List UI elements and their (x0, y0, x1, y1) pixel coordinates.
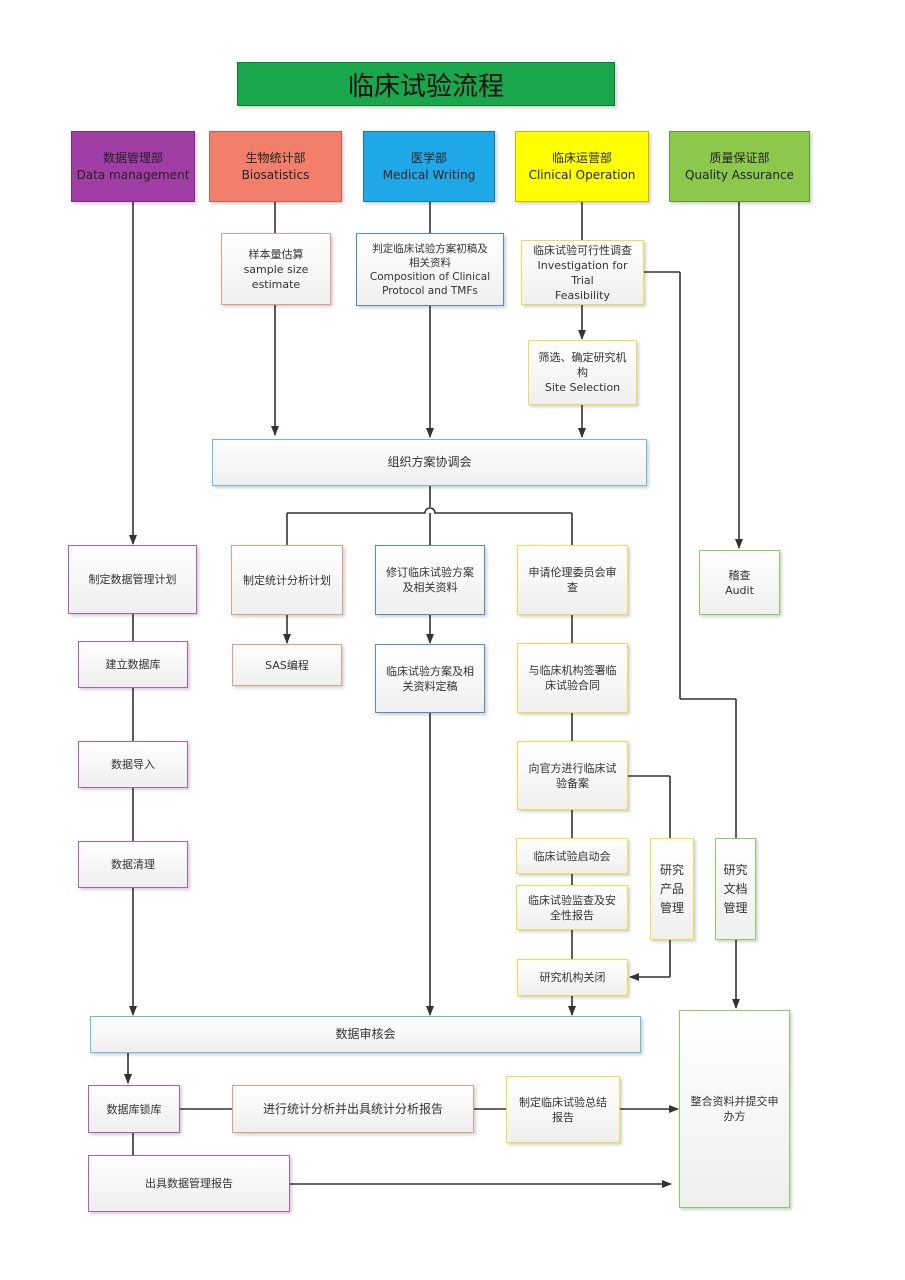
page-title: 临床试验流程 (237, 62, 615, 106)
step-finalize-protocol: 临床试验方案及相 关资料定稿 (375, 644, 485, 713)
step-en-line: Composition of Clinical (369, 270, 491, 283)
step-line: 申请伦理委员会审 (528, 566, 617, 579)
step-label: 数据库锁库 (106, 1102, 162, 1116)
step-line: 验备案 (556, 776, 589, 790)
step-clinical-study-report: 制定临床试验总结 报告 (506, 1076, 620, 1143)
step-line: 报告 (552, 1110, 574, 1124)
step-en-line: Protocol and TMFs (382, 284, 478, 297)
dept-cn-label: 医学部 (410, 150, 447, 165)
step-line: 管理 (723, 900, 748, 915)
step-label: 建立数据库 (105, 658, 161, 671)
step-line: 产品 (659, 881, 684, 896)
step-coordination-meeting: 组织方案协调会 (212, 439, 647, 486)
step-dm-plan: 制定数据管理计划 (68, 545, 197, 614)
step-label: 制定数据管理计划 (88, 573, 177, 586)
step-label: 制定统计分析计划 (243, 573, 331, 587)
step-protocol-draft: 判定临床试验方案初稿及 相关资料 Composition of Clinical… (356, 233, 504, 306)
step-en-line: Feasibility (555, 288, 610, 302)
step-line: 研究 (659, 862, 684, 877)
step-cn-line: 构 (577, 366, 588, 379)
dept-en-label: Quality Assurance (685, 167, 794, 182)
step-label: 研究机构关闭 (539, 971, 606, 984)
step-label: 出具数据管理报告 (145, 1177, 233, 1190)
step-revise-protocol: 修订临床试验方案 及相关资料 (375, 545, 485, 615)
step-line: 研究 (723, 862, 748, 877)
step-line: 床试验合同 (545, 679, 600, 692)
connector (287, 507, 572, 514)
step-label: SAS编程 (265, 658, 309, 672)
step-data-cleaning: 数据清理 (78, 841, 188, 888)
step-label: 进行统计分析并出具统计分析报告 (262, 1101, 443, 1116)
step-stat-plan: 制定统计分析计划 (231, 545, 343, 615)
dept-en-label: Data management (76, 167, 190, 182)
step-sample-size: 样本量估算 sample size estimate (221, 233, 331, 305)
step-line: 整合资料并提交申 (690, 1095, 779, 1108)
dept-en-label: Clinical Operation (528, 167, 636, 182)
step-official-filing: 向官方进行临床试 验备案 (517, 741, 628, 810)
step-site-selection: 筛选、确定研究机 构 Site Selection (528, 340, 637, 405)
step-data-import: 数据导入 (78, 741, 188, 788)
step-cn-label: 稽查 (728, 568, 751, 582)
step-cn-line: 筛选、确定研究机 (538, 351, 627, 364)
step-submit-to-sponsor: 整合资料并提交申 办方 (679, 1010, 790, 1208)
dept-cn-label: 质量保证部 (709, 150, 770, 165)
dept-biostatistics: 生物统计部 Biosatistics (209, 131, 342, 202)
step-en-label: Site Selection (544, 381, 621, 394)
dept-en-label: Medical Writing (382, 167, 476, 182)
dept-data-management: 数据管理部 Data management (71, 131, 195, 202)
step-line: 临床试验监查及安 (528, 893, 616, 907)
step-data-review-meeting: 数据审核会 (90, 1016, 641, 1053)
step-cn-line: 判定临床试验方案初稿及 (372, 242, 488, 255)
step-line: 及相关资料 (402, 581, 458, 594)
step-sas-programming: SAS编程 (232, 644, 342, 686)
step-en-line: Investigation for Trial (537, 258, 628, 287)
step-kickoff-meeting: 临床试验启动会 (516, 838, 628, 874)
step-document-management: 研究 文档 管理 (715, 838, 756, 940)
step-cn-label: 样本量估算 (248, 247, 304, 261)
step-line: 查 (567, 581, 578, 594)
dept-cn-label: 数据管理部 (102, 150, 163, 165)
step-label: 组织方案协调会 (387, 455, 472, 469)
step-dm-report: 出具数据管理报告 (88, 1155, 290, 1212)
dept-clinical-operation: 临床运营部 Clinical Operation (515, 131, 649, 202)
step-en-label: sample size estimate (243, 262, 309, 291)
step-build-database: 建立数据库 (78, 641, 188, 688)
step-line: 与临床机构签署临 (528, 664, 617, 677)
dept-quality-assurance: 质量保证部 Quality Assurance (669, 131, 810, 202)
dept-medical-writing: 医学部 Medical Writing (363, 131, 495, 202)
step-feasibility: 临床试验可行性调查 Investigation for Trial Feasib… (521, 240, 644, 305)
step-line: 办方 (723, 1110, 746, 1123)
dept-cn-label: 临床运营部 (551, 150, 612, 165)
step-sign-contract: 与临床机构签署临 床试验合同 (517, 643, 628, 713)
step-label: 数据审核会 (335, 1027, 396, 1041)
step-site-close: 研究机构关闭 (517, 959, 628, 996)
step-label: 数据清理 (111, 858, 155, 871)
step-line: 临床试验方案及相 (386, 664, 474, 678)
dept-en-label: Biosatistics (241, 167, 310, 182)
step-database-lock: 数据库锁库 (88, 1085, 180, 1133)
step-en-label: Audit (725, 583, 754, 597)
step-audit: 稽查 Audit (699, 550, 780, 615)
step-label: 数据导入 (111, 758, 155, 771)
step-line: 全性报告 (550, 908, 594, 922)
step-line: 修订临床试验方案 (386, 566, 474, 579)
step-cn-label: 临床试验可行性调查 (533, 243, 632, 257)
step-line: 文档 (723, 881, 748, 896)
step-line: 制定临床试验总结 (519, 1095, 607, 1109)
step-ethics-review: 申请伦理委员会审 查 (517, 545, 628, 615)
step-cn-line: 相关资料 (409, 256, 451, 269)
step-line: 管理 (659, 900, 684, 915)
step-stat-analysis-report: 进行统计分析并出具统计分析报告 (232, 1085, 474, 1133)
step-product-management: 研究 产品 管理 (650, 838, 694, 940)
step-line: 向官方进行临床试 (528, 761, 617, 775)
step-monitoring: 临床试验监查及安 全性报告 (516, 885, 628, 930)
step-label: 临床试验启动会 (533, 849, 611, 863)
step-line: 关资料定稿 (402, 679, 458, 693)
dept-cn-label: 生物统计部 (245, 150, 306, 165)
